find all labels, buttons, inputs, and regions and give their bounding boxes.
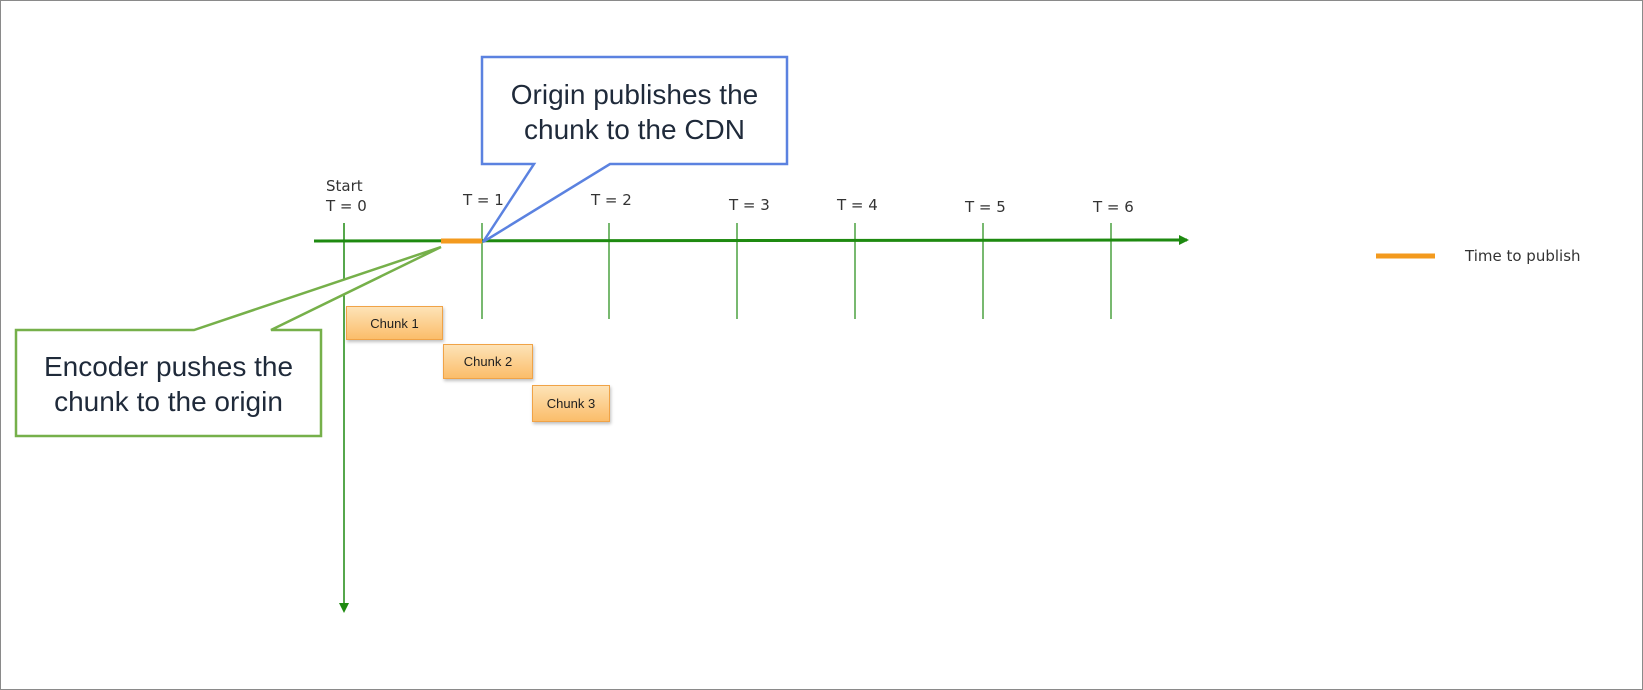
tick-label-t6: T = 6 <box>1093 198 1134 216</box>
tick-label-t2: T = 2 <box>591 191 632 209</box>
tick-label-t1: T = 1 <box>463 191 504 209</box>
encoder-callout-text: Encoder pushes the chunk to the origin <box>18 349 319 419</box>
tick-label-t5: T = 5 <box>965 198 1006 216</box>
start-label: Start <box>326 177 363 195</box>
tick-label-t0: T = 0 <box>326 197 367 215</box>
chunk-2: Chunk 2 <box>443 344 533 379</box>
tick-label-t4: T = 4 <box>837 196 878 214</box>
origin-callout-line2: chunk to the CDN <box>524 114 745 145</box>
legend-publish-label: Time to publish <box>1465 247 1581 265</box>
encoder-callout-line2: chunk to the origin <box>54 386 283 417</box>
encoder-callout-shape <box>14 245 442 438</box>
origin-callout-line1: Origin publishes the <box>510 79 759 110</box>
chunk-1: Chunk 1 <box>346 306 443 340</box>
origin-callout-text: Origin publishes the chunk to the CDN <box>484 77 785 147</box>
chunk-3: Chunk 3 <box>532 385 610 422</box>
encoder-callout-line1: Encoder pushes the <box>43 351 294 382</box>
tick-label-t3: T = 3 <box>729 196 770 214</box>
origin-callout-shape <box>480 55 789 244</box>
